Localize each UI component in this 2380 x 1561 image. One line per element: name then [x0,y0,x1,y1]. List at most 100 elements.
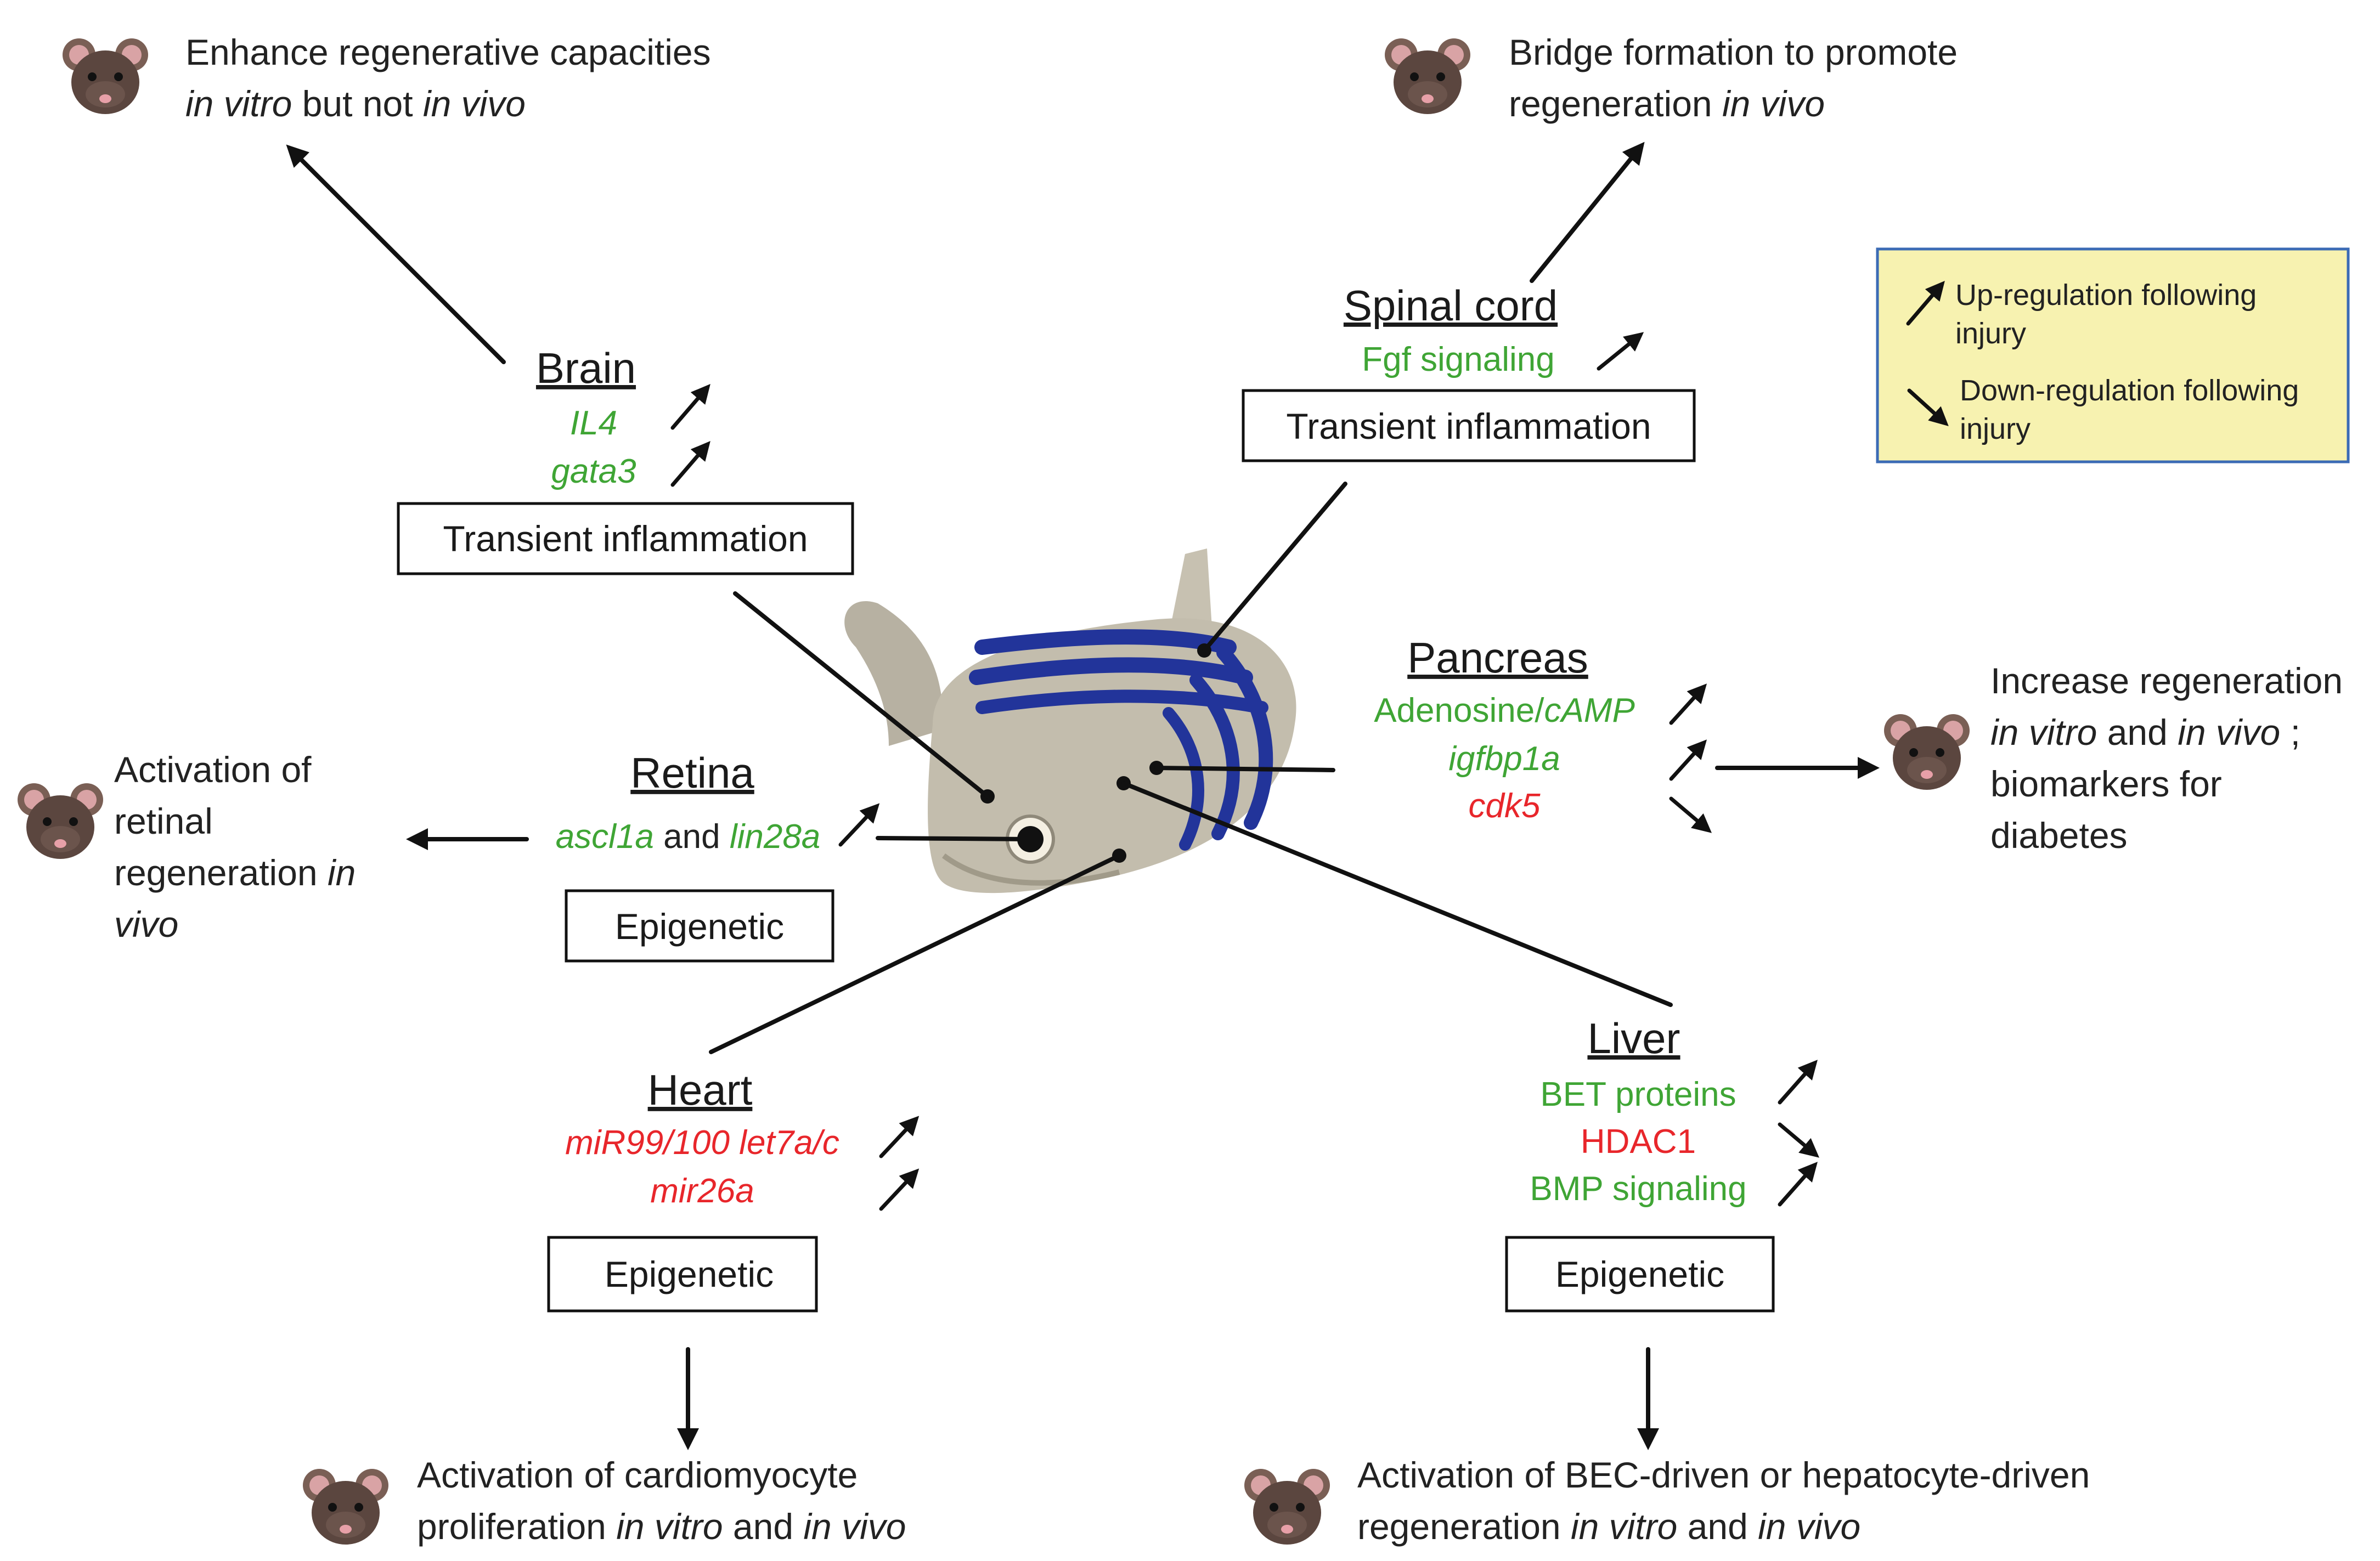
heart-mechanism-box [547,1236,818,1313]
legend-up-line1: Up-regulation following [1955,279,2257,312]
heart-outcome-line2: proliferation in vitro and in vivo [417,1506,906,1547]
down-arrow-icon [1907,388,1949,427]
legend-down-line1: Down-regulation following [1960,374,2299,407]
spinal-mechanism-box [1242,389,1696,462]
spinal-connector [1202,482,1347,653]
brain-gene-1: IL4 [570,404,617,442]
liver-gene-3: BMP signaling [1530,1170,1746,1208]
retina-gene-join: and [654,818,730,856]
spinal-cord-section: Bridge formation to promote regeneration… [1242,32,1958,462]
pancreas-gene-2: igfbp1a [1448,740,1560,778]
pancreas-connector [1154,766,1335,772]
heart-title: Heart [648,1066,753,1114]
up-arrow-icon [1778,1162,1818,1207]
brain-gene-2: gata3 [551,453,636,490]
mouse-icon [1244,1469,1330,1545]
liver-outcome-mid: and [1677,1506,1758,1547]
heart-outcome-invivo: in vivo [803,1506,906,1547]
liver-mechanism: Epigenetic [1555,1254,1724,1294]
mouse-icon [303,1469,388,1545]
liver-outcome-normal: regeneration [1357,1506,1571,1547]
legend-down-line2: injury [1960,412,2031,445]
mouse-icon [1385,38,1470,114]
retina-outcome-line4: vivo [114,904,178,944]
spinal-title: Spinal cord [1344,281,1558,330]
liver-title: Liver [1587,1014,1680,1062]
spinal-outcome-arrow [1530,142,1645,283]
mouse-icon [18,783,103,859]
up-arrow-icon [1669,739,1707,781]
pancreas-gene-camp: cAMP [1544,692,1634,729]
spinal-outcome-line1: Bridge formation to promote [1509,32,1958,72]
liver-gene-1: BET proteins [1540,1076,1736,1113]
legend: Up-regulation following injury Down-regu… [1876,247,2350,463]
brain-outcome-arrow [286,144,506,364]
heart-outcome-mid: and [723,1506,804,1547]
up-arrow-icon [879,1116,920,1158]
mouse-icon [63,38,148,114]
pancreas-section: Pancreas Adenosine/cAMP igfbp1a cdk5 Inc… [1374,634,2343,856]
retina-gene-ascl1a: ascl1a [556,818,654,856]
pancreas-gene-adenosine: Adenosine/ [1374,692,1544,729]
retina-section: Retina ascl1a and lin28a Epigenetic Acti… [18,749,880,963]
heart-outcome-invitro: in vitro [616,1506,723,1547]
brain-outcome-line2: in vitro but not in vivo [185,83,526,124]
retina-genes: ascl1a and lin28a [556,818,821,856]
spinal-mechanism: Transient inflammation [1286,406,1651,446]
up-arrow-icon [670,384,710,430]
pancreas-gene-3: cdk5 [1469,787,1541,825]
mouse-icon [1884,714,1970,790]
pancreas-outcome-line4: diabetes [1990,815,2128,856]
pancreas-outcome-mid: and [2097,712,2178,753]
liver-gene-2: HDAC1 [1581,1123,1696,1161]
pancreas-outcome-invivo: in vivo [2178,712,2280,753]
brain-section: Enhance regenerative capacities in vitro… [63,32,854,575]
pancreas-title: Pancreas [1407,634,1588,682]
spinal-outcome-normal: regeneration [1509,83,1722,124]
liver-outcome-line1: Activation of BEC-driven or hepatocyte-d… [1357,1455,2090,1495]
up-arrow-icon [1778,1060,1818,1105]
liver-outcome-invivo: in vivo [1758,1506,1860,1547]
brain-outcome-invitro: in vitro [185,83,292,124]
up-arrow-icon [1597,332,1644,371]
up-arrow-icon [670,441,710,487]
pancreas-outcome-line1: Increase regeneration [1990,660,2343,701]
liver-section: Liver BET proteins HDAC1 BMP signaling E… [1244,1014,2090,1547]
brain-title: Brain [536,344,636,392]
brain-connector [733,591,990,799]
retina-mechanism-box [565,889,834,963]
brain-outcome-line1: Enhance regenerative capacities [185,32,711,72]
heart-outcome-normal: proliferation [417,1506,616,1547]
spinal-gene-1: Fgf signaling [1362,341,1555,378]
retina-outcome-line2: retinal [114,801,213,841]
pancreas-outcome-semicolon: ; [2280,712,2300,753]
brain-mechanism-box [397,502,854,575]
heart-mechanism: Epigenetic [605,1254,774,1294]
spinal-outcome-line2: regeneration in vivo [1509,83,1825,124]
up-arrow-icon [1669,683,1707,725]
brain-mechanism: Transient inflammation [443,518,808,559]
heart-gene-2: mir26a [650,1172,754,1210]
liver-mechanism-box [1505,1236,1775,1313]
down-arrow-icon [1669,796,1712,833]
liver-connector [1121,781,1673,1007]
retina-outcome-line3: regeneration in [114,852,356,893]
liver-outcome-invitro: in vitro [1571,1506,1677,1547]
pancreas-outcome-line3: biomarkers for [1990,763,2222,804]
heart-section: Heart miR99/100 let7a/c mir26a Epigeneti… [303,1066,920,1547]
pancreas-gene-1: Adenosine/cAMP [1374,692,1635,729]
retina-outcome-line1: Activation of [114,749,312,790]
brain-outcome-invivo: in vivo [423,83,526,124]
retina-outcome-in: in [328,852,356,893]
legend-up-line2: injury [1955,317,2026,350]
up-arrow-icon [838,803,880,847]
pancreas-outcome-line2: in vitro and in vivo ; [1990,712,2300,753]
heart-outcome-line1: Activation of cardiomyocyte [417,1455,858,1495]
up-arrow-icon [1906,281,1945,326]
up-arrow-icon [879,1168,920,1211]
retina-connector [876,836,1033,841]
pancreas-outcome-invitro: in vitro [1990,712,2097,753]
retina-mechanism: Epigenetic [615,906,784,947]
